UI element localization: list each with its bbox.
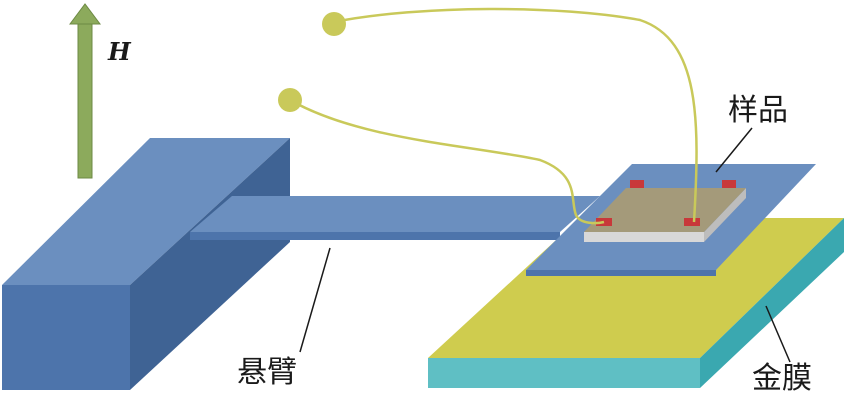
leader-line-cantilever [299,247,331,353]
contact-pad [722,180,736,188]
cantilever-arm [190,196,600,240]
field-arrow [69,3,101,179]
sample-label: 样品 [728,93,788,128]
gold-film [428,218,844,388]
sample [584,188,746,242]
leader-line-gold-film [765,305,791,363]
wire [333,7,698,223]
contact-pad [630,180,644,188]
leader-line-sample [715,127,753,173]
wires [289,7,698,225]
contact-pad [684,218,700,226]
wire-terminal [278,88,302,112]
cantilever-base [2,138,290,390]
cantilever-label: 悬臂 [237,355,297,390]
leader-lines [299,127,791,363]
field-label: H [108,37,131,66]
wire-terminal [322,12,346,36]
wire [289,98,605,225]
gold-film-label: 金膜 [752,361,812,396]
